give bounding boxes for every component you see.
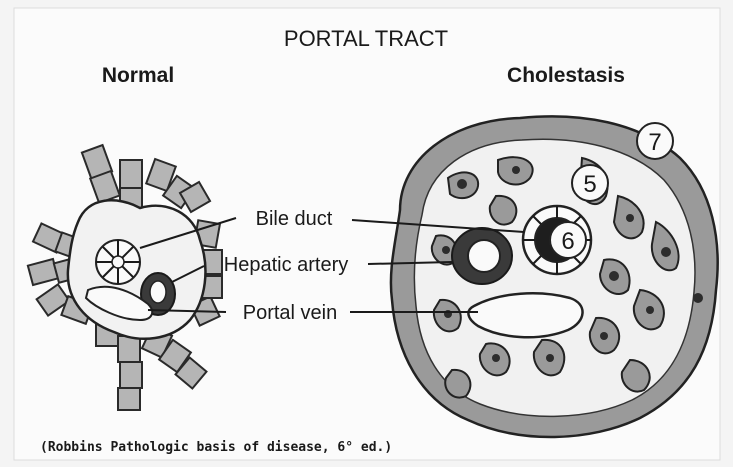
bile-duct-label: Bile duct (256, 208, 333, 230)
svg-text:5: 5 (583, 171, 596, 198)
svg-text:6: 6 (561, 228, 574, 255)
marker-6: 6 (550, 222, 586, 258)
cholestasis-heading: Cholestasis (507, 64, 625, 87)
hepatic-artery-label: Hepatic artery (224, 254, 349, 276)
normal-heading: Normal (102, 64, 174, 87)
figure-title: PORTAL TRACT (284, 26, 448, 51)
cholestasis-portal-vein (468, 293, 582, 337)
citation: (Robbins Pathologic basis of disease, 6°… (40, 440, 392, 455)
cholestasis-hepatic-artery (452, 228, 512, 284)
portal-vein-label: Portal vein (243, 302, 338, 324)
normal-bile-duct (96, 240, 140, 284)
marker-7: 7 (637, 123, 673, 159)
marker-5: 5 (572, 165, 608, 201)
svg-text:7: 7 (648, 129, 661, 156)
cholestasis-portal-tract (391, 116, 718, 437)
